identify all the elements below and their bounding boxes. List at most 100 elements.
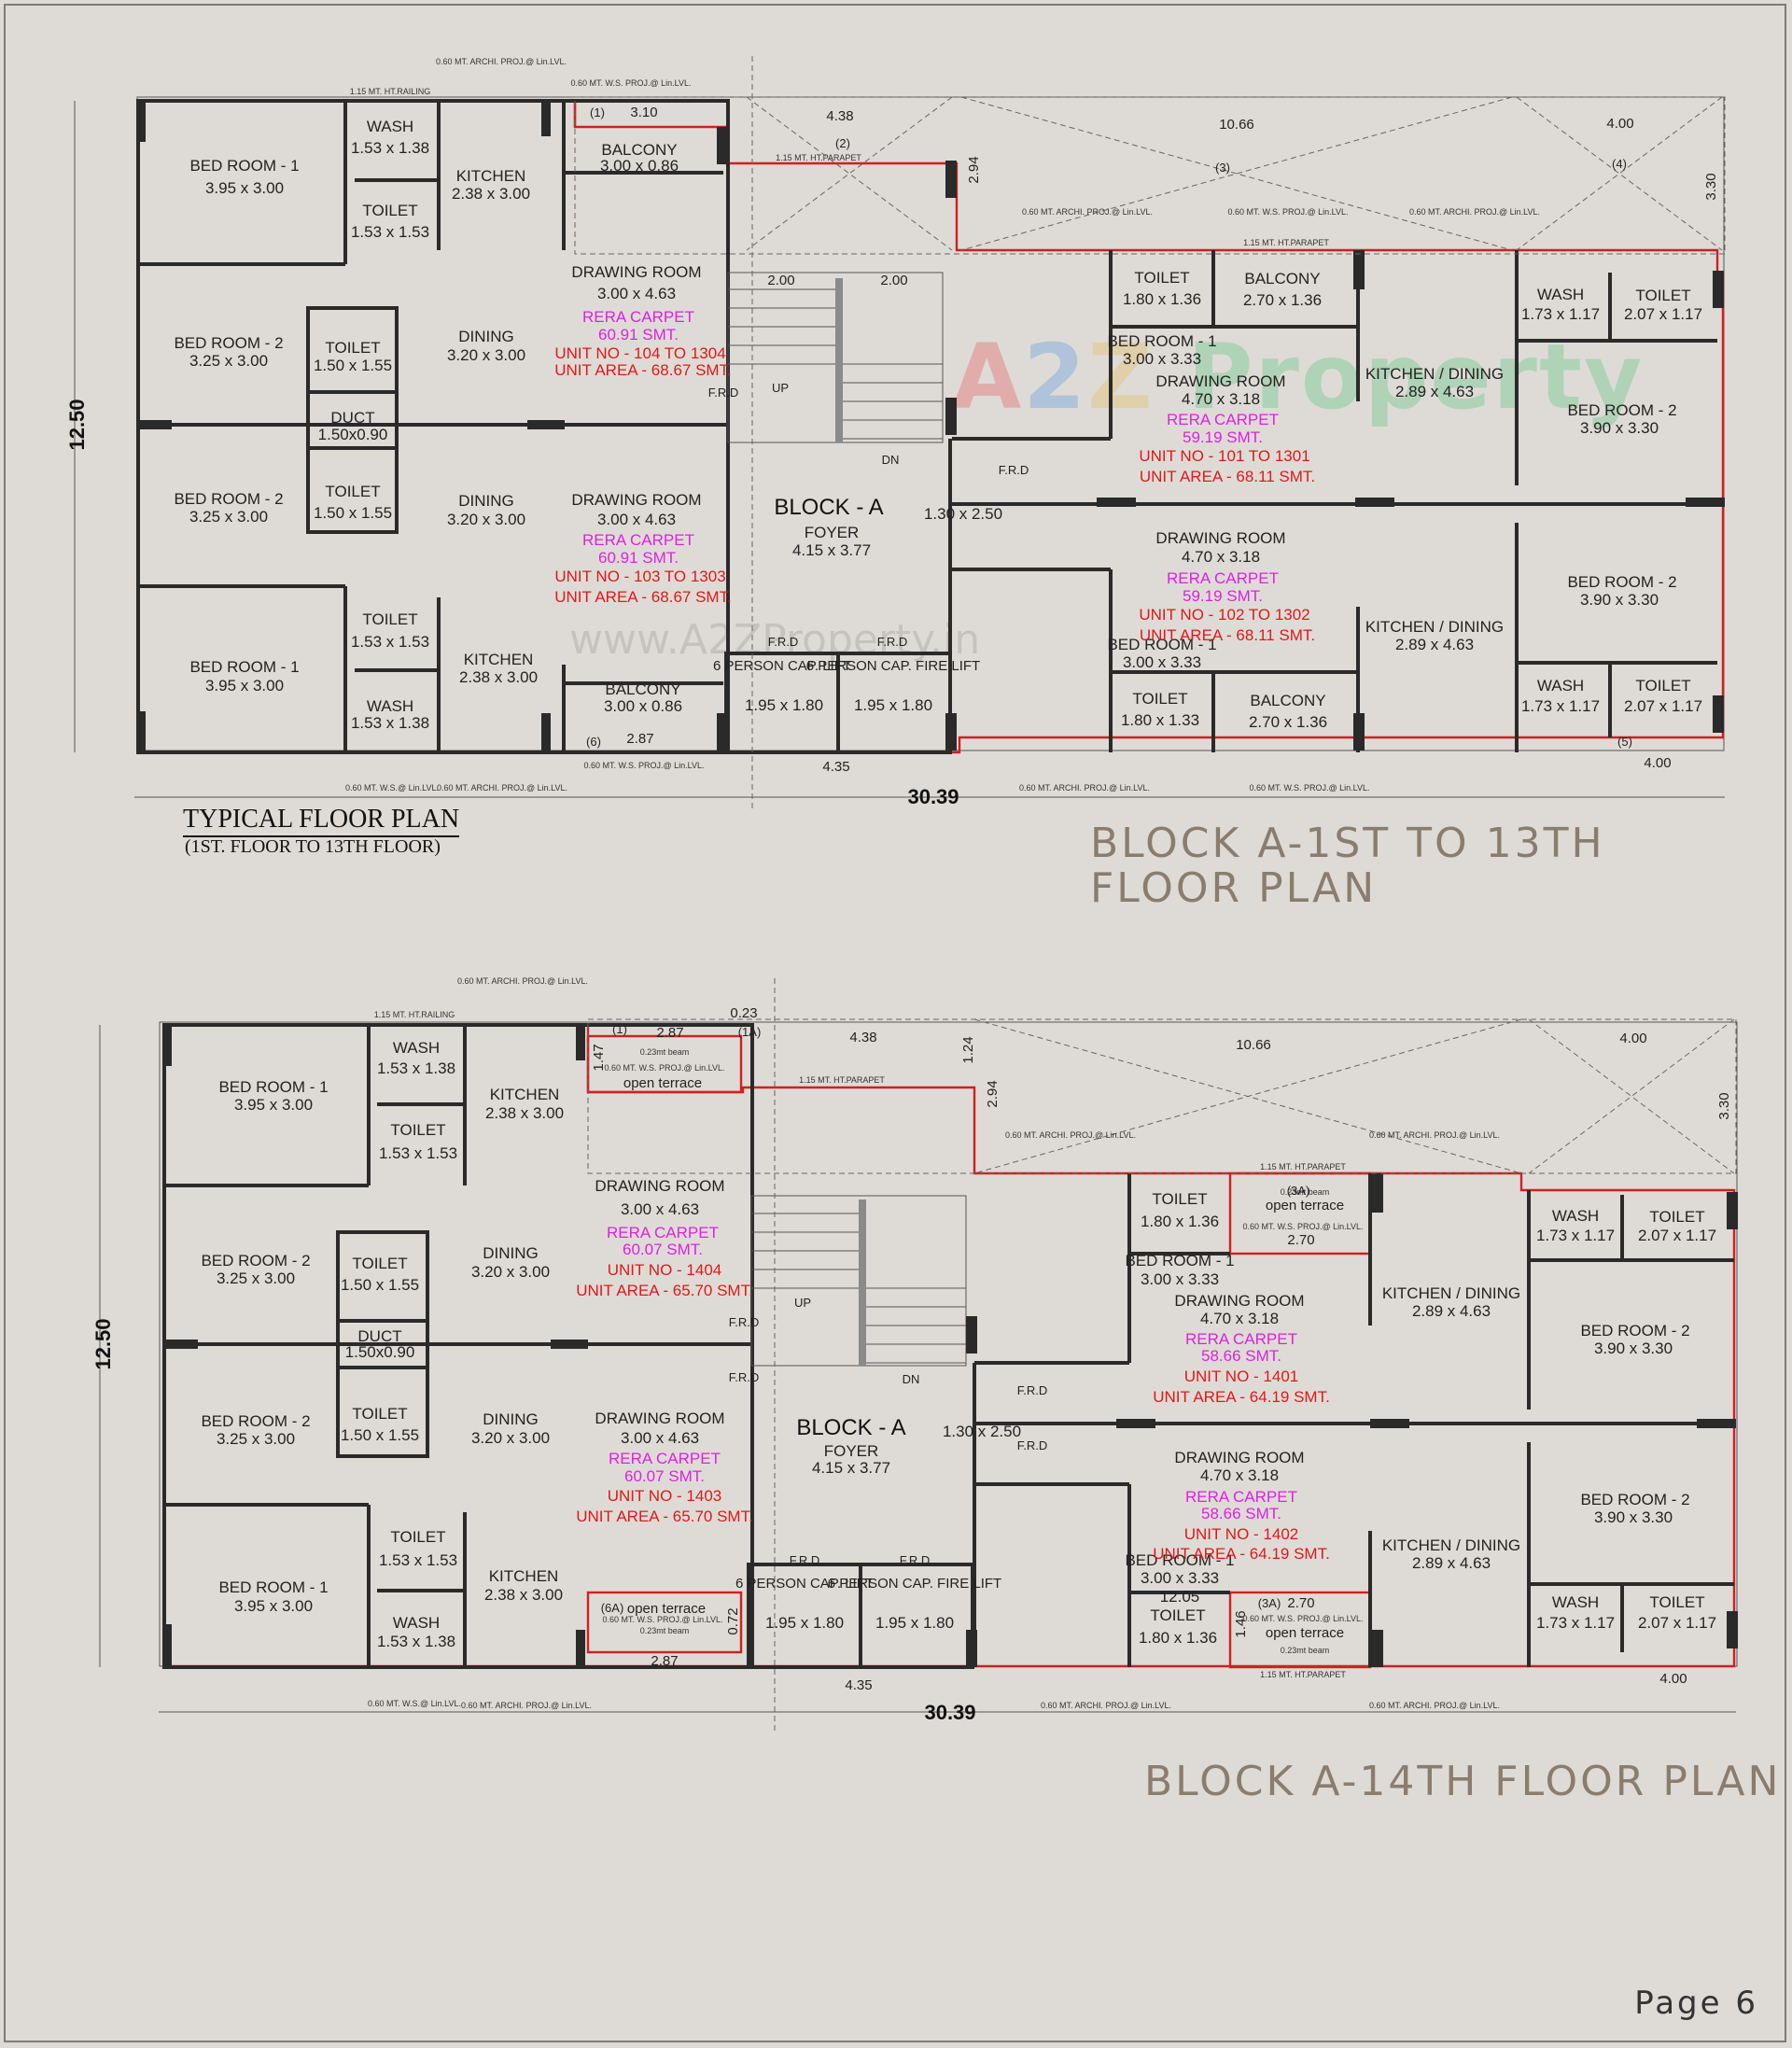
unit-number: UNIT NO - 1403 [608,1487,722,1505]
plan1-heading-line2: FLOOR PLAN [1090,864,1378,913]
dim-tag: (3A) [1287,1184,1310,1198]
typical-floor-plan-title: TYPICAL FLOOR PLAN [183,805,460,837]
lobby-dim: 1.30 x 2.50 [924,505,1002,523]
frd-label: F.R.D [877,635,908,649]
room-label: TOILET [362,610,417,628]
plan2-room-labels: BED ROOM - 1 3.95 x 3.00 WASH 1.53 x 1.3… [201,1022,1716,1655]
rera-carpet-label: RERA CARPET [609,1450,721,1467]
room-dim: 2.89 x 4.63 [1395,636,1474,653]
dim-label: 1.46 [1233,1610,1249,1637]
dim-label: 3.30 [1703,173,1719,200]
room-label: WASH [393,1039,440,1057]
fire-lift-label: 6 PERSON CAP. FIRE LIFT [806,658,980,674]
room-dim: 1.73 x 1.17 [1536,1227,1615,1244]
room-label: TOILET [1150,1606,1205,1624]
rera-carpet-label: RERA CARPET [1185,1330,1297,1348]
room-dim: 3.00 x 4.63 [621,1200,699,1218]
unit-number: UNIT NO - 102 TO 1302 [1139,606,1309,624]
room-label: DUCT [357,1327,401,1345]
unit-area: UNIT AREA - 65.70 SMT. [576,1282,753,1299]
room-dim: 3.00 x 0.86 [600,157,679,175]
dim-tag: (4) [1612,157,1627,171]
room-dim: 3.00 x 3.33 [1123,653,1201,671]
stair-dim: 2.00 [767,273,794,288]
room-label: BED ROOM - 2 [174,334,283,352]
room-label: BED ROOM - 1 [1125,1252,1234,1269]
room-label: TOILET [325,339,380,357]
dim-label: 2.87 [626,731,653,747]
fire-lift-dim: 1.95 x 1.80 [854,696,932,714]
ws-note: 0.60 MT. W.S. PROJ.@ Lin.LVL. [604,1063,724,1073]
ws-note: 0.60 MT. W.S.@ Lin.LVL. [345,783,439,793]
room-label: BALCONY [601,141,677,159]
frd-label: F.R.D [729,1370,760,1384]
room-label: TOILET [390,1121,445,1139]
dim-label: 4.00 [1619,1031,1646,1046]
room-dim: 3.00 x 4.63 [621,1429,699,1447]
lift-dim: 1.95 x 1.80 [765,1614,844,1632]
lift-dim: 1.95 x 1.80 [745,696,823,714]
ws-note: 0.60 MT. W.S. PROJ.@ Lin.LVL. [1249,783,1369,793]
page-border [4,4,1786,2042]
room-label: TOILET [1132,690,1187,708]
room-label: DRAWING ROOM [571,263,701,281]
dim-label: 0.72 [725,1607,741,1634]
room-dim: 1.53 x 1.53 [351,223,429,241]
dim-tag: (1) [590,105,605,119]
frd-label: F.R.D [999,463,1029,477]
dim-label: 4.38 [849,1030,876,1045]
room-label: DINING [483,1410,539,1428]
unit-number: UNIT NO - 1402 [1184,1525,1299,1543]
rera-carpet-value: 58.66 SMT. [1201,1505,1281,1522]
parapet-note: 1.15 MT. HT.PARAPET [1243,238,1329,247]
room-label: BALCONY [605,680,680,698]
terrace-label: open terrace [627,1601,706,1617]
projection-note: 0.60 MT. ARCHI. PROJ.@ Lin.LVL. [1369,1701,1500,1710]
unit-area: UNIT AREA - 65.70 SMT. [576,1508,753,1525]
plan1-heading: BLOCK A-1ST TO 13TH FLOOR PLAN [1090,821,1605,912]
unit-number: UNIT NO - 104 TO 1304 [554,344,725,362]
room-dim: 1.80 x 1.36 [1123,290,1201,308]
room-label: BED ROOM - 2 [201,1252,310,1269]
rera-carpet-label: RERA CARPET [1167,411,1279,428]
plan1-walls [136,99,730,754]
room-dim: 3.00 x 3.33 [1141,1270,1219,1288]
room-label: BED ROOM - 2 [1580,1491,1689,1508]
beam-note: 0.23mt beam [640,1626,690,1635]
room-label: KITCHEN / DINING [1382,1536,1520,1554]
dim-label: 0.23 [730,1005,757,1021]
stair-up-label: UP [772,381,789,395]
room-label: KITCHEN / DINING [1382,1284,1520,1302]
dim-tag: (3A) [1258,1596,1281,1610]
dim-tag: (3) [1215,161,1230,175]
projection-note: 0.60 MT. ARCHI. PROJ.@ Lin.LVL. [461,1701,592,1710]
dim-tag: (6A) [601,1601,624,1615]
dim-label: 2.87 [651,1653,678,1669]
ws-note: 0.60 MT. W.S. PROJ.@ Lin.LVL. [1227,207,1348,217]
room-dim: 3.95 x 3.00 [234,1096,313,1114]
room-label: WASH [393,1614,440,1632]
room-dim: 1.50x0.90 [318,426,388,443]
ws-note: 0.60 MT. W.S. PROJ.@ Lin.LVL. [583,761,704,770]
block-name: BLOCK - A [774,495,883,520]
plan1-core [724,272,1717,754]
room-dim: 2.70 x 1.36 [1249,713,1327,731]
room-dim: 3.00 x 4.63 [597,511,676,528]
room-dim: 1.53 x 1.38 [351,714,429,732]
room-label: TOILET [1152,1190,1207,1208]
room-dim: 2.38 x 3.00 [452,185,530,203]
rera-carpet-label: RERA CARPET [1185,1488,1297,1506]
projection-note: 0.60 MT. ARCHI. PROJ.@ Lin.LVL. [457,976,588,986]
overall-width: 30.39 [924,1701,975,1724]
lobby-dim: 1.30 x 2.50 [943,1423,1021,1440]
room-label: BED ROOM - 2 [1567,401,1676,419]
projection-note: 0.60 MT. ARCHI. PROJ.@ Lin.LVL. [1041,1701,1171,1710]
room-dim: 3.90 x 3.30 [1580,591,1659,609]
room-label: DINING [483,1244,539,1262]
overall-depth: 12.50 [91,1318,115,1369]
room-dim: 3.90 x 3.30 [1594,1508,1673,1526]
dim-tag: (1A) [738,1025,762,1039]
dim-label: 3.10 [630,105,657,120]
plan2-roof-projection [99,978,1737,1732]
